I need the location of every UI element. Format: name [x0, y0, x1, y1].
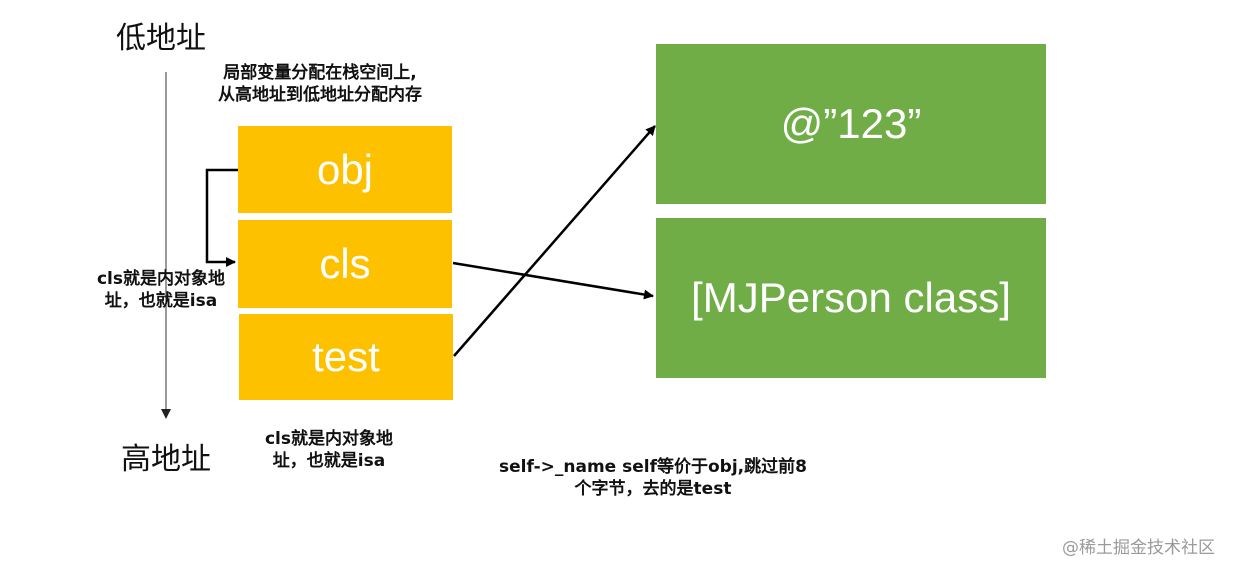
note-line: self->_name self等价于obj,跳过前8 — [499, 457, 807, 477]
note-line: 址，也就是isa — [272, 451, 386, 471]
stack-slot-cls: cls — [238, 220, 452, 308]
self-name-note: self->_name self等价于obj,跳过前8 个字节，去的是test — [470, 456, 836, 500]
note-line: 局部变量分配在栈空间上, — [223, 63, 417, 83]
stack-slot-obj: obj — [238, 126, 452, 213]
stack-allocation-note: 局部变量分配在栈空间上, 从高地址到低地址分配内存 — [190, 62, 450, 106]
heap-object-class: [MJPerson class] — [656, 218, 1046, 378]
high-address-label: 高地址 — [121, 442, 211, 477]
stack-slot-test: test — [239, 314, 453, 400]
heap-object-label: @”123” — [780, 100, 922, 147]
watermark: @稀土掘金技术社区 — [1062, 538, 1215, 558]
note-line: cls就是内对象地 — [96, 269, 226, 289]
cls-bottom-note: cls就是内对象地 址，也就是isa — [244, 428, 414, 472]
stack-slot-label: obj — [316, 145, 374, 193]
note-line: 从高地址到低地址分配内存 — [218, 85, 422, 105]
obj-to-cls-arrow — [205, 168, 238, 267]
note-line: cls就是内对象地 — [264, 429, 394, 449]
test-to-string-arrow — [453, 125, 656, 357]
note-line: 个字节，去的是test — [574, 479, 732, 499]
stack-slot-label: cls — [319, 240, 371, 287]
cls-to-class-arrow — [452, 261, 654, 300]
low-address-label: 低地址 — [116, 21, 206, 56]
heap-object-string: @”123” — [656, 44, 1046, 204]
cls-left-note: cls就是内对象地 址，也就是isa — [76, 268, 246, 312]
heap-object-label: [MJPerson class] — [691, 274, 1011, 321]
note-line: 址，也就是isa — [104, 291, 218, 311]
stack-slot-label: test — [312, 333, 380, 380]
